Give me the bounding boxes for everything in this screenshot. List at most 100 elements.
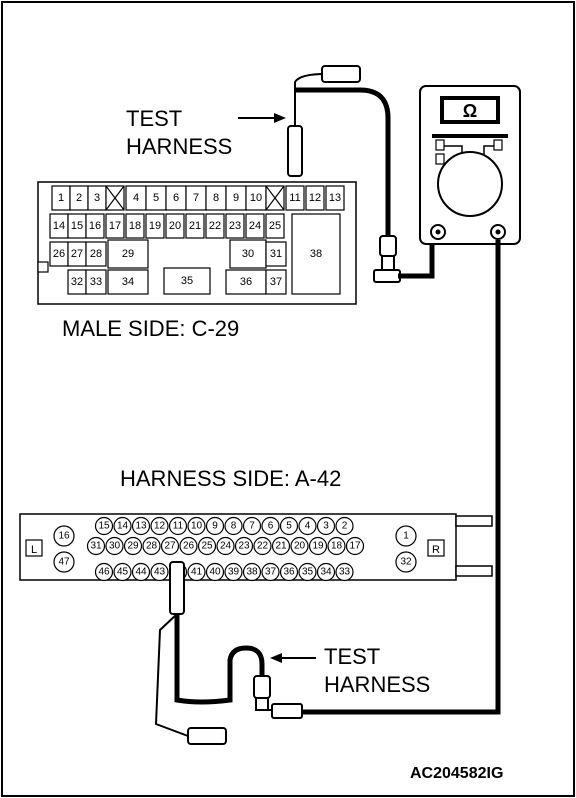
ohm-symbol-icon: Ω (463, 101, 477, 121)
meter-lead-right (302, 240, 501, 715)
harness-pin-41-ring (187, 562, 206, 582)
male-pin-33: 33 (90, 276, 102, 288)
harness-pin-17: 17 (349, 541, 361, 552)
ohmmeter-indicator-right (493, 139, 503, 151)
harness-pin-16-ring (53, 525, 75, 547)
male-pin-25: 25 (269, 220, 281, 232)
figure-code: AC204582IG (410, 765, 503, 782)
male-pin-12-cell (305, 185, 325, 211)
male-pin-7: 7 (193, 192, 199, 204)
harness-pin-28: 28 (146, 541, 158, 552)
harness-pin-27: 27 (164, 541, 176, 552)
male-pin-13: 13 (329, 192, 341, 204)
male-pin-31-cell (265, 241, 287, 267)
harness-pin-13: 13 (135, 521, 147, 532)
male-pin-10: 10 (250, 192, 262, 204)
male-pin-13-cell (325, 185, 345, 211)
bottom-test-harness-label-line1: TEST (324, 644, 380, 669)
harness-pin-22: 22 (257, 541, 269, 552)
male-pin-20-cell (165, 213, 185, 239)
left-tag (25, 539, 43, 557)
male-pin-18: 18 (129, 220, 141, 232)
harness-pin-37-ring (261, 562, 280, 582)
harness-pin-40: 40 (209, 567, 221, 578)
harness-pin-31: 31 (90, 541, 102, 552)
male-pin-18-cell (125, 213, 145, 239)
male-pin-22-cell (205, 213, 225, 239)
harness-pin-20-ring (290, 536, 309, 556)
harness-pin-45-ring (113, 562, 132, 582)
male-pin-16: 16 (89, 220, 101, 232)
harness-pin-12: 12 (154, 521, 166, 532)
harness-pin-44-ring (131, 562, 151, 582)
male-pin-38-cell (291, 213, 341, 295)
male-pin-21-cell (185, 213, 205, 239)
harness-pin-39: 39 (228, 567, 240, 578)
harness-pin-40-ring (205, 562, 225, 582)
harness-pin-43-ring (150, 562, 169, 582)
top-test-harness-label-line2: HARNESS (126, 134, 232, 159)
male-pin-17-cell (105, 213, 125, 239)
ohmmeter-indicator-left (435, 139, 445, 151)
harness-pin-11-ring (168, 516, 188, 536)
harness-pin-23-ring (234, 536, 254, 556)
male-pin-23: 23 (229, 220, 241, 232)
harness-pin-2: 2 (342, 521, 348, 532)
harness-pin-8: 8 (231, 521, 237, 532)
harness-pin-18: 18 (331, 541, 343, 552)
harness-pin-7-ring (242, 516, 262, 536)
harness-pin-18-ring (327, 536, 346, 556)
male-pin-4: 4 (133, 192, 139, 204)
harness-pin-5-ring (279, 516, 299, 536)
harness-pin-27-ring (160, 536, 180, 556)
harness-pin-6: 6 (268, 521, 274, 532)
male-pin-35: 35 (181, 275, 193, 287)
harness-pin-43: 43 (154, 567, 166, 578)
harness-pin-12-ring (150, 516, 169, 536)
harness-pin-46-ring (94, 562, 114, 582)
ohmmeter: Ω (419, 85, 521, 245)
harness-pin-6-ring (261, 516, 280, 536)
male-pin-14: 14 (53, 220, 65, 232)
harness-pin-16: 16 (58, 531, 70, 542)
harness-pin-7: 7 (249, 521, 255, 532)
harness-pin-24-ring (216, 536, 235, 556)
top-test-harness (287, 65, 435, 283)
bottom-test-harness-label-line2: HARNESS (324, 672, 430, 697)
bottom-harness-wire (174, 614, 265, 705)
male-pin-2: 2 (76, 192, 82, 204)
harness-pin-47: 47 (58, 557, 70, 568)
male-pin-22: 22 (209, 220, 221, 232)
male-pin-21: 21 (189, 220, 201, 232)
harness-pin-30-ring (105, 536, 124, 556)
male-pin-34-cell (107, 269, 149, 295)
svg-text:L: L (31, 544, 37, 556)
harness-pin-11: 11 (173, 521, 184, 532)
top-harness-clip (379, 235, 397, 257)
ohmmeter-dial (437, 151, 503, 217)
harness-pin-26: 26 (183, 541, 195, 552)
harness-pin-35: 35 (302, 567, 314, 578)
harness-pin-3-ring (316, 516, 336, 536)
bottom-test-harness (154, 561, 303, 745)
harness-pin-32-ring (395, 551, 417, 573)
harness-pin-19-ring (308, 536, 328, 556)
male-pin-28-cell (85, 241, 107, 267)
harness-pin-8-ring (224, 516, 243, 536)
harness-pin-9-ring (205, 516, 225, 536)
harness-pin-1-ring (395, 525, 417, 547)
harness-pin-24: 24 (220, 541, 232, 552)
harness-pin-25: 25 (201, 541, 213, 552)
male-pin-17: 17 (109, 220, 121, 232)
harness-pin-28-ring (142, 536, 161, 556)
top-harness-wire (294, 73, 326, 112)
harness-pin-10: 10 (191, 521, 203, 532)
male-pin-34: 34 (122, 276, 134, 288)
male-pin-11-cell (285, 185, 305, 211)
harness-pin-31-ring (86, 536, 106, 556)
harness-pin-14: 14 (117, 521, 129, 532)
male-pin-3: 3 (94, 192, 100, 204)
